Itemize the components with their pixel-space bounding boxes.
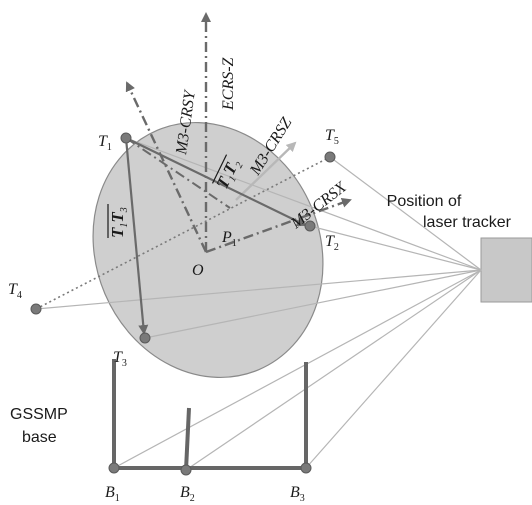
vector-label-t1t3: T1T3 (107, 204, 130, 238)
m3-crsz-axis (235, 141, 297, 201)
gssmp-base (112, 359, 308, 471)
m3-crsy-axis (125, 81, 208, 253)
sight-line-t4 (35, 269, 482, 310)
point-t2 (304, 220, 316, 232)
sight-line-b1 (113, 269, 482, 469)
point-b1 (108, 462, 120, 474)
label-t3: T3 (113, 349, 127, 369)
label-t2: T2 (325, 233, 339, 253)
points (30, 132, 336, 476)
point-t5 (324, 151, 336, 163)
label-t5: T5 (325, 127, 339, 147)
vector-t1t2-overline (211, 154, 228, 184)
sight-line-t3 (144, 269, 482, 339)
label-p1: P1 (221, 229, 237, 249)
m3-crsx-axis (205, 198, 352, 254)
tracker-sight-lines (35, 137, 482, 471)
point-t3 (139, 332, 151, 344)
base-middle-post (184, 407, 191, 471)
t1-p1-line (125, 137, 231, 209)
sight-line-t5 (329, 156, 482, 271)
sight-line-b2 (185, 269, 482, 471)
label-t1: T1 (98, 133, 112, 153)
axis-label-ecrs-z: ECRS-Z (220, 56, 237, 111)
vector-t1t3-text: T1T3 (108, 207, 130, 238)
gssmp-label-line1: GSSMP (10, 406, 68, 423)
vector-t1t3-arrow (124, 137, 149, 335)
sight-line-b3 (305, 269, 482, 469)
point-b2 (180, 464, 192, 476)
laser-tracker-box (480, 237, 532, 303)
vector-t1t2-arrow (125, 137, 307, 226)
label-t4: T4 (8, 281, 22, 301)
label-o: O (192, 262, 204, 279)
label-b3: B3 (290, 484, 305, 504)
point-b3 (300, 462, 312, 474)
sight-line-t1 (125, 137, 482, 271)
t4-t5-dotted-line (35, 156, 331, 310)
label-b1: B1 (105, 484, 120, 504)
laser-tracker-label-line2: laser tracker (423, 214, 512, 231)
label-b2: B2 (180, 484, 195, 504)
laser-tracker-label-line1: Position of (387, 193, 462, 210)
sight-line-t2 (309, 225, 482, 271)
point-t1 (120, 132, 132, 144)
point-t4 (30, 303, 42, 315)
gssmp-label-line2: base (22, 429, 57, 446)
